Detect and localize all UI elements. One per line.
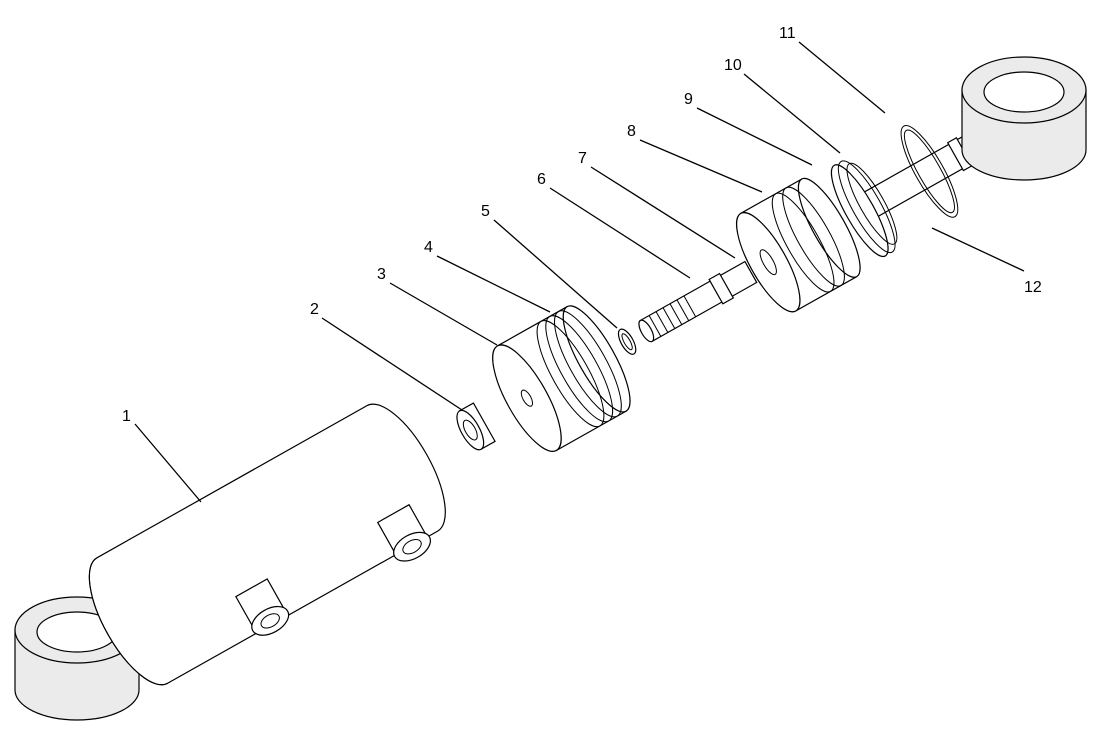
piston	[492, 305, 631, 452]
hex-nut	[456, 402, 496, 451]
callout-12: 12	[1024, 279, 1042, 296]
callout-4: 4	[424, 239, 433, 256]
rod-eye-right	[961, 56, 1087, 181]
cylinder-barrel	[88, 403, 446, 686]
rod-seal	[830, 160, 898, 258]
callout-10: 10	[724, 57, 742, 74]
callout-2: 2	[310, 301, 319, 318]
callout-5: 5	[481, 203, 490, 220]
callout-3: 3	[377, 266, 386, 283]
callout-1: 1	[122, 408, 131, 425]
callout-6: 6	[537, 171, 546, 188]
cylinder-eye-left	[14, 596, 140, 721]
callout-7: 7	[578, 150, 587, 167]
callout-leaders	[134, 41, 1025, 503]
o-ring	[617, 328, 637, 355]
callout-9: 9	[684, 91, 693, 108]
callout-labels: 1 2 3 4 5 6 7 8 9 10 11 12	[122, 25, 1042, 425]
callout-8: 8	[627, 123, 636, 140]
snap-ring	[900, 125, 973, 218]
rod-gland	[736, 177, 861, 313]
callout-11: 11	[779, 25, 796, 42]
